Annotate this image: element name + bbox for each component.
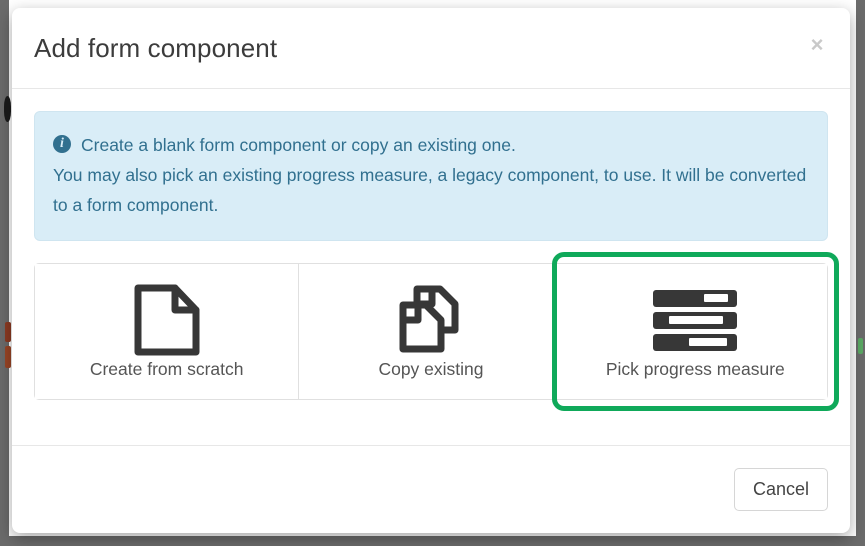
option-create-from-scratch[interactable]: Create from scratch bbox=[35, 264, 299, 399]
option-label: Copy existing bbox=[378, 359, 484, 379]
add-form-component-dialog: Add form component × i Create a blank fo… bbox=[12, 8, 850, 533]
left-edge-strip bbox=[0, 0, 9, 546]
dialog-body: i Create a blank form component or copy … bbox=[12, 89, 850, 411]
dialog-title: Add form component bbox=[34, 33, 278, 63]
background-fragment-green bbox=[858, 338, 863, 354]
background-fragment-dark bbox=[4, 96, 11, 122]
bottom-edge-strip bbox=[0, 536, 865, 546]
document-icon bbox=[131, 283, 203, 357]
option-label: Pick progress measure bbox=[605, 359, 785, 379]
cancel-button[interactable]: Cancel bbox=[733, 468, 828, 511]
option-card-group: Create from scratch Copy existing bbox=[34, 252, 840, 411]
info-circle-icon: i bbox=[53, 135, 71, 153]
option-pick-progress-measure[interactable]: Pick progress measure bbox=[551, 252, 840, 411]
close-icon[interactable]: × bbox=[810, 32, 824, 57]
progress-bar-1 bbox=[653, 289, 738, 307]
option-label: Create from scratch bbox=[89, 359, 244, 379]
info-alert-line-1: i Create a blank form component or copy … bbox=[53, 130, 807, 160]
info-alert: i Create a blank form component or copy … bbox=[34, 111, 828, 241]
option-copy-existing[interactable]: Copy existing bbox=[298, 264, 563, 399]
copy-documents-icon bbox=[391, 283, 471, 357]
dialog-footer: Cancel bbox=[12, 445, 850, 533]
info-alert-text-1: Create a blank form component or copy an… bbox=[81, 135, 516, 155]
progress-bar-2 bbox=[653, 311, 738, 329]
background-fragment-red bbox=[5, 322, 11, 342]
progress-bars-icon bbox=[653, 283, 738, 357]
background-fragment-red-2 bbox=[5, 346, 11, 368]
progress-bar-3 bbox=[653, 333, 738, 351]
dialog-header: Add form component × bbox=[12, 8, 850, 89]
info-alert-text-2: You may also pick an existing progress m… bbox=[53, 165, 807, 215]
right-edge-strip bbox=[856, 0, 865, 546]
